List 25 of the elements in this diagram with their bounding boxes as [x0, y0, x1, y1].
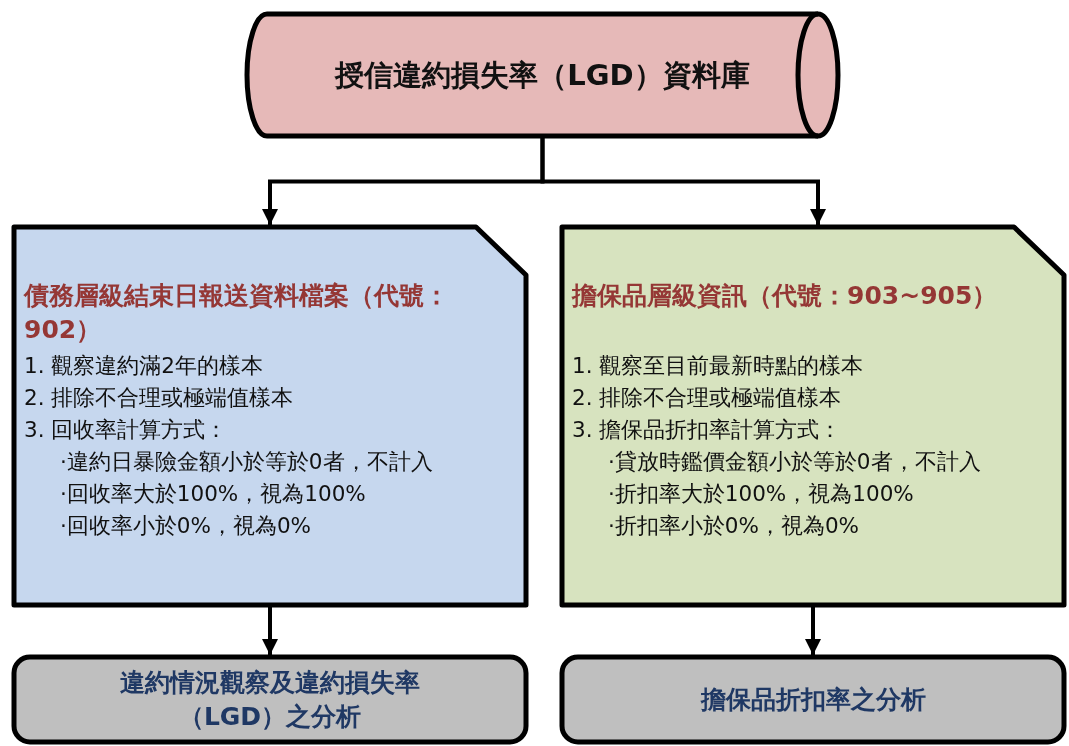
database-title: 授信違約損失率（LGD）資料庫: [333, 57, 751, 94]
result-text: 違約情況觀察及違約損失率（LGD）之分析: [119, 666, 421, 733]
bullet-item: ·回收率大於100%，視為100%: [60, 480, 366, 508]
arrow: [805, 607, 821, 655]
card-box: [12, 225, 528, 607]
list-item: 3. 擔保品折扣率計算方式：: [572, 416, 842, 444]
bullet-item: ·回收率小於0%，視為0%: [60, 512, 312, 540]
arrow: [262, 607, 278, 655]
list-item: 3. 回收率計算方式：: [24, 416, 228, 444]
list-item: 1. 觀察至目前最新時點的樣本: [572, 352, 864, 380]
database-cylinder: [245, 12, 840, 138]
bullet-item: ·折扣率大於100%，視為100%: [608, 480, 914, 508]
list-item: 2. 排除不合理或極端值樣本: [24, 384, 294, 412]
card-box: [560, 225, 1066, 607]
bullet-item: ·貸放時鑑價金額小於等於0者，不計入: [608, 448, 981, 476]
list-item: 2. 排除不合理或極端值樣本: [572, 384, 842, 412]
list-item: 1. 觀察違約滿2年的樣本: [24, 352, 264, 380]
card-heading: 債務層級結束日報送資料檔案（代號：902）: [24, 280, 450, 346]
bullet-item: ·折扣率小於0%，視為0%: [608, 512, 860, 540]
bullet-item: ·違約日暴險金額小於等於0者，不計入: [60, 448, 433, 476]
arrow: [540, 138, 826, 225]
result-text: 擔保品折扣率之分析: [699, 683, 927, 716]
card-heading: 擔保品層級資訊（代號：903~905）: [572, 280, 999, 312]
result-box: [12, 655, 528, 744]
result-box: [560, 655, 1066, 744]
